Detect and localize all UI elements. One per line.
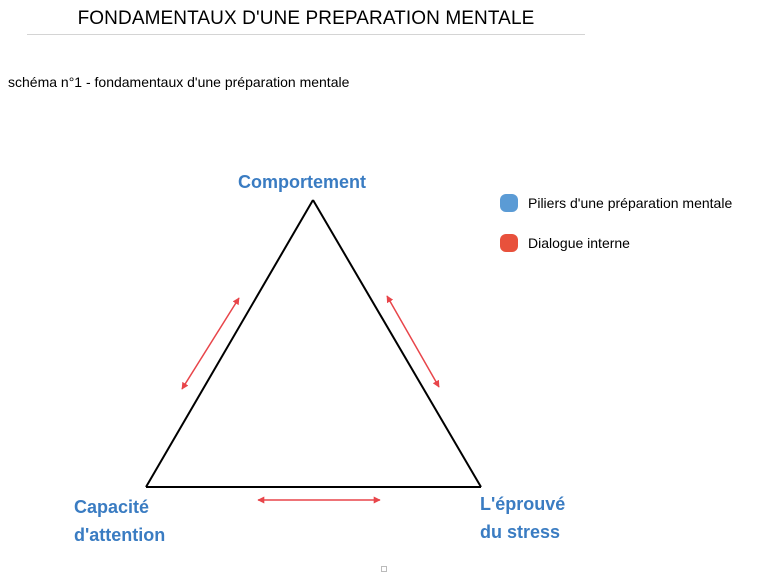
legend-label-dialogue: Dialogue interne xyxy=(528,235,630,251)
node-label-stress: L'éprouvé du stress xyxy=(480,490,565,546)
legend: Piliers d'une préparation mentale Dialog… xyxy=(500,192,732,272)
diagram-caption: schéma n°1 - fondamentaux d'une préparat… xyxy=(8,74,350,90)
node-label-attention-line2: d'attention xyxy=(74,525,166,545)
edge-comportement-attention xyxy=(145,199,314,488)
legend-item-dialogue: Dialogue interne xyxy=(500,232,732,254)
node-label-comportement-text: Comportement xyxy=(238,172,367,192)
title-divider xyxy=(27,34,585,35)
legend-item-piliers: Piliers d'une préparation mentale xyxy=(500,192,732,214)
legend-label-piliers: Piliers d'une préparation mentale xyxy=(528,195,733,211)
legend-swatch-blue xyxy=(500,194,518,212)
page-marker xyxy=(381,566,387,572)
dialogue-arrow-right xyxy=(386,295,440,388)
legend-swatch-red xyxy=(500,234,518,252)
node-label-attention-line1: Capacité xyxy=(74,497,150,517)
node-label-comportement: Comportement xyxy=(238,168,366,196)
node-label-stress-line2: du stress xyxy=(480,522,561,542)
dialogue-arrow-left xyxy=(181,297,240,390)
node-label-attention: Capacité d'attention xyxy=(74,493,165,549)
edge-comportement-stress xyxy=(312,199,482,488)
page-title: FONDAMENTAUX D'UNE PREPARATION MENTALE xyxy=(77,8,535,29)
node-label-stress-line1: L'éprouvé xyxy=(480,494,566,514)
